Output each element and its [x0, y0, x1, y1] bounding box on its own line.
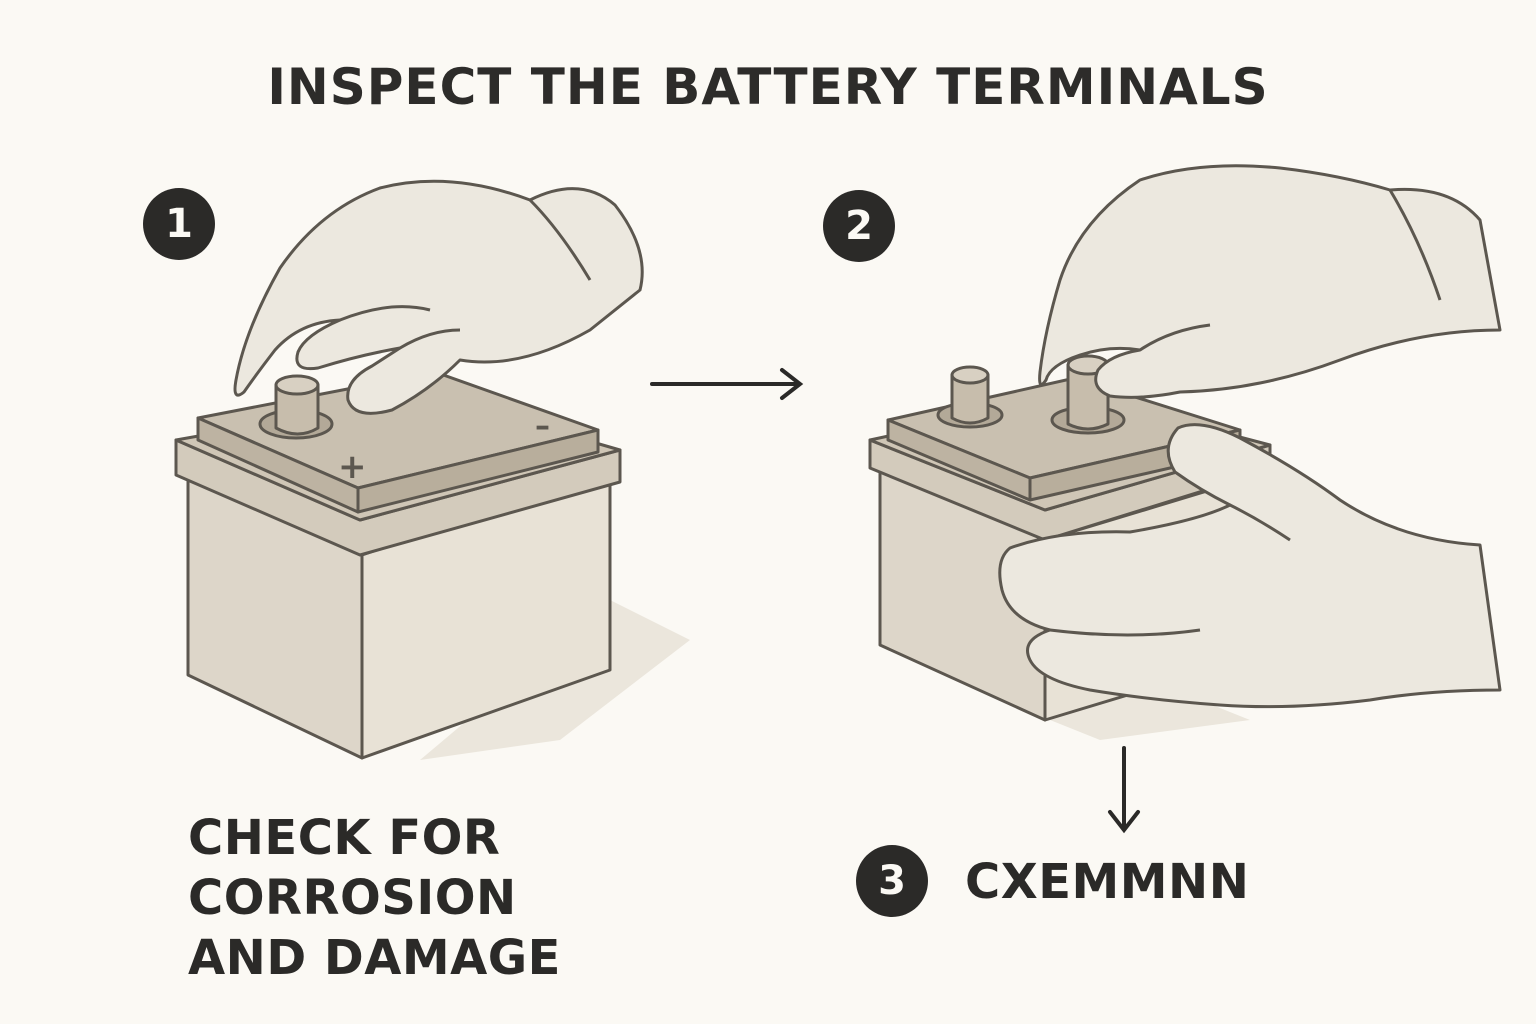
arrow-right-icon: [650, 368, 804, 400]
step-2-badge: 2: [823, 190, 895, 262]
step-3-badge: 3: [856, 845, 928, 917]
step-1-badge: 1: [143, 188, 215, 260]
arrow-down-icon: [1108, 746, 1140, 834]
caption-line-1: CHECK FOR: [188, 810, 501, 866]
battery-1-illustration: [174, 370, 690, 760]
positive-mark: +: [338, 447, 367, 487]
glove-hand-2-upper: [1038, 164, 1502, 399]
step-1-caption: CHECK FOR CORROSION AND DAMAGE: [188, 808, 561, 988]
glove-hand-1: [233, 179, 644, 415]
caption-line-3: AND DAMAGE: [188, 930, 561, 986]
negative-mark: –: [535, 409, 550, 444]
glove-hand-2-lower: [998, 423, 1502, 709]
caption-line-2: CORROSION: [188, 870, 517, 926]
page-title: INSPECT THE BATTERY TERMINALS: [267, 58, 1269, 116]
step-3-label: CXEMMNN: [965, 854, 1250, 910]
